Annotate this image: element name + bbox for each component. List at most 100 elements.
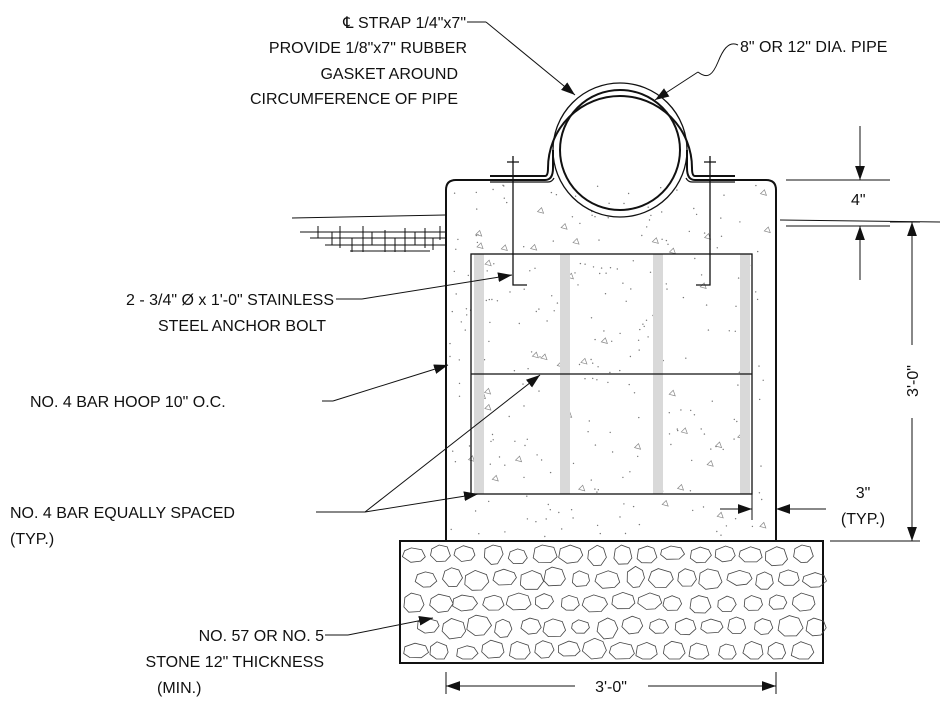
stone [453, 545, 476, 562]
stone [689, 595, 712, 614]
concrete-aggregate-mark [759, 521, 767, 529]
stone [718, 643, 737, 660]
concrete-dot [725, 525, 728, 527]
concrete-dot [486, 270, 488, 272]
stone [401, 547, 426, 563]
concrete-dot [476, 208, 478, 210]
concrete-dot [498, 456, 501, 458]
concrete-dot [590, 479, 592, 481]
stone [660, 545, 686, 560]
concrete-dot [689, 490, 692, 492]
concrete-dot [637, 339, 640, 341]
concrete-dot [465, 308, 468, 310]
concrete-dot [555, 194, 558, 196]
concrete-aggregate-mark [531, 351, 539, 359]
concrete-dot [619, 516, 621, 518]
leader-strap [467, 21, 576, 96]
concrete-dot [676, 428, 678, 430]
concrete-dot [622, 476, 624, 479]
concrete-dot [739, 221, 741, 223]
concrete-dot [458, 359, 460, 361]
concrete-dot [665, 239, 668, 242]
concrete-dot [728, 330, 730, 332]
pipe [490, 82, 735, 218]
concrete-aggregate-mark [580, 357, 588, 365]
dimension-side-cover [720, 494, 826, 520]
concrete-dot [504, 531, 506, 533]
concrete-dot [702, 506, 705, 508]
concrete-dot [523, 288, 525, 290]
concrete-dot [661, 211, 663, 213]
concrete-dot [759, 398, 761, 401]
stone [509, 640, 531, 660]
concrete-dot [552, 240, 554, 242]
concrete-dot [598, 239, 600, 241]
stone [534, 640, 555, 659]
concrete-dot [605, 272, 607, 274]
concrete-dot [710, 448, 712, 450]
stone [594, 570, 621, 589]
rubber-gasket [552, 82, 688, 218]
stone [767, 641, 787, 660]
concrete-dot [648, 219, 651, 221]
stone [662, 595, 683, 611]
stone [805, 617, 827, 637]
concrete-dot [692, 509, 694, 512]
concrete-dot [538, 308, 540, 310]
concrete-dot [513, 370, 516, 372]
concrete-dot [647, 336, 649, 338]
concrete-dot [597, 489, 599, 491]
concrete-dot [632, 505, 635, 508]
concrete-dot [506, 201, 508, 204]
stone [403, 592, 425, 613]
concrete-dot [756, 298, 759, 301]
stone [596, 617, 619, 640]
stone [492, 568, 517, 586]
stone [581, 594, 608, 613]
concrete-dot [629, 355, 632, 358]
concrete-dot [666, 288, 668, 290]
concrete-dot [450, 528, 452, 531]
stone [698, 568, 723, 590]
concrete-dot [596, 185, 599, 187]
concrete-dot [493, 263, 495, 265]
concrete-aggregate-mark [500, 244, 508, 252]
concrete-dot [504, 464, 506, 466]
concrete-dot [476, 241, 479, 244]
concrete-dot [483, 359, 486, 361]
stone [777, 615, 804, 637]
gasket-label-line2: GASKET AROUND [320, 66, 458, 83]
concrete-dot [667, 243, 669, 245]
stone [403, 642, 429, 659]
concrete-dot [455, 248, 457, 250]
concrete-dot [611, 451, 614, 453]
concrete-dot [623, 503, 625, 505]
dimension-base-width [445, 672, 777, 694]
pipe-wall [559, 89, 681, 211]
concrete-dot [700, 428, 702, 430]
concrete-dot [449, 342, 451, 345]
concrete-aggregate-mark [572, 237, 580, 245]
concrete-dot [449, 355, 451, 358]
pipe-strap-lower [490, 177, 555, 183]
concrete-dot [514, 440, 516, 442]
concrete-dot [668, 412, 670, 414]
concrete-dot [649, 271, 652, 273]
stone [743, 595, 763, 611]
concrete-aggregate [449, 184, 771, 538]
concrete-dot [478, 533, 480, 535]
stone [560, 594, 580, 611]
concrete-dot [633, 392, 636, 394]
anchor-bolt-right [696, 156, 716, 286]
concrete-dot [645, 319, 648, 321]
concrete-dot [625, 300, 627, 302]
concrete-aggregate-mark [483, 387, 492, 395]
concrete-dot [703, 232, 706, 234]
concrete-dot [700, 274, 703, 276]
stone [520, 617, 542, 635]
concrete-dot [503, 197, 505, 199]
stone [442, 567, 463, 588]
stone [768, 594, 788, 610]
anchor-label-line2: STEEL ANCHOR BOLT [158, 318, 326, 335]
concrete-dot [508, 415, 510, 418]
